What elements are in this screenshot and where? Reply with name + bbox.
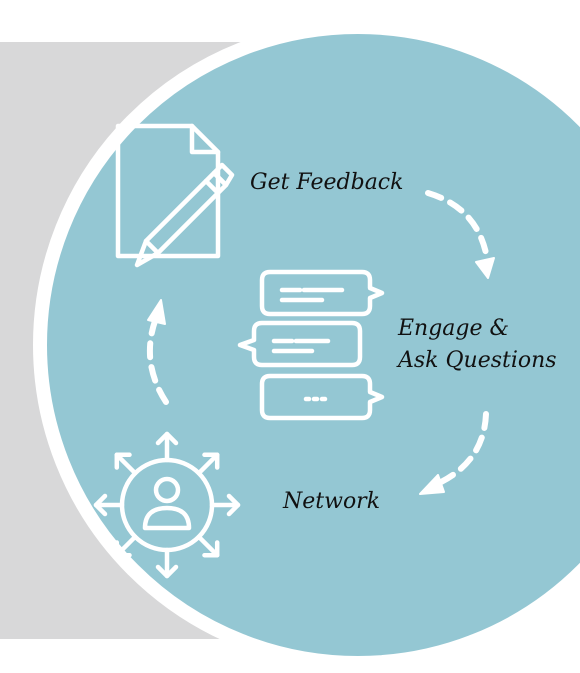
label-engage-line1: Engage & — [397, 316, 509, 341]
document-pen-icon — [115, 123, 235, 268]
cycle-arrows — [146, 190, 495, 495]
label-engage-line2: Ask Questions — [396, 348, 557, 373]
arrowhead-down — [475, 257, 495, 279]
label-network: Network — [282, 489, 380, 514]
label-get-feedback: Get Feedback — [250, 170, 403, 195]
main-circle — [33, 20, 580, 670]
chat-bubbles-icon — [237, 269, 385, 421]
arrow-network-to-feedback — [146, 315, 169, 405]
arrowhead-left — [419, 474, 445, 495]
arrowhead-up — [147, 299, 166, 325]
arrow-engage-to-network — [434, 411, 489, 487]
network-person-icon — [96, 431, 238, 576]
arrow-feedback-to-engage — [425, 190, 490, 261]
